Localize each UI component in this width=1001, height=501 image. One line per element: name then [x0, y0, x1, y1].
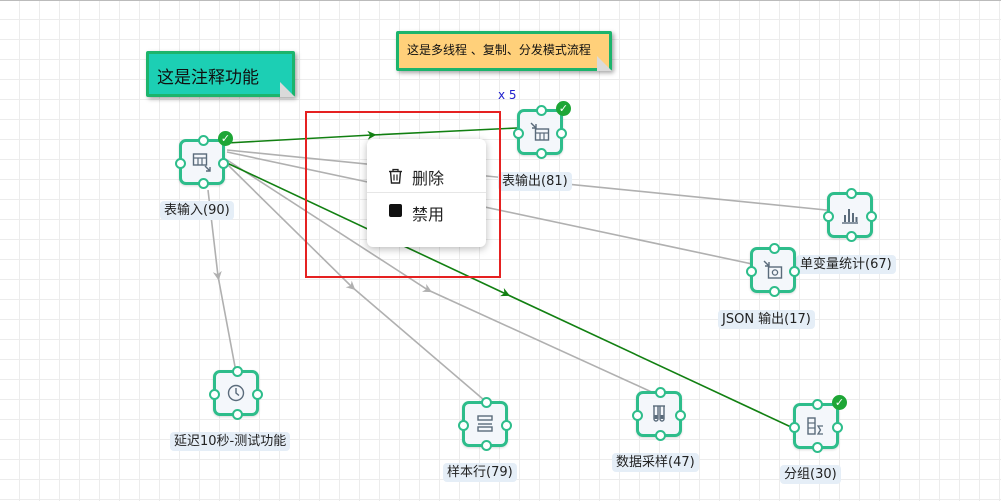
rows-icon	[477, 415, 493, 432]
port-top[interactable]	[232, 366, 243, 377]
menu-item-delete[interactable]: 删除	[367, 158, 486, 194]
port-top[interactable]	[536, 105, 547, 116]
success-check-icon: ✓	[556, 101, 571, 116]
port-top[interactable]	[198, 135, 209, 146]
menu-item-disable[interactable]: 禁用	[367, 194, 486, 230]
port-bottom[interactable]	[232, 409, 243, 420]
node-label-json-output: JSON 输出(17)	[718, 310, 815, 329]
port-bottom[interactable]	[769, 286, 780, 297]
port-left[interactable]	[823, 211, 834, 222]
node-label-delay: 延迟10秒-测试功能	[170, 432, 291, 451]
edge-to-data-sampling[interactable]	[226, 159, 657, 395]
canvas-top-border	[0, 0, 1001, 1]
port-left[interactable]	[789, 422, 800, 433]
node-univariate-stats[interactable]	[823, 188, 877, 242]
note-fold-corner	[597, 56, 612, 71]
workflow-note-text: 这是多线程 、复制、分发模式流程	[407, 43, 591, 57]
node-label-data-sampling: 数据采样(47)	[612, 453, 699, 472]
port-right[interactable]	[832, 422, 843, 433]
port-right[interactable]	[866, 211, 877, 222]
node-delay[interactable]	[209, 366, 263, 420]
menu-item-disable-label: 禁用	[412, 205, 445, 224]
port-right[interactable]	[675, 410, 686, 421]
bar-chart-icon	[842, 209, 858, 224]
port-left[interactable]	[175, 158, 186, 169]
node-table-input[interactable]: ✓	[175, 131, 233, 189]
menu-divider	[367, 192, 486, 193]
port-left[interactable]	[458, 420, 469, 431]
port-bottom[interactable]	[536, 148, 547, 159]
port-right[interactable]	[789, 266, 800, 277]
node-label-table-input: 表输入(90)	[160, 201, 234, 220]
port-left[interactable]	[746, 266, 757, 277]
workflow-note[interactable]: 这是多线程 、复制、分发模式流程	[396, 31, 612, 71]
success-check-icon: ✓	[218, 131, 233, 146]
port-top[interactable]	[769, 243, 780, 254]
clock-icon	[227, 384, 245, 402]
node-data-sampling[interactable]	[632, 387, 686, 441]
port-top[interactable]	[812, 399, 823, 410]
node-json-output[interactable]	[746, 243, 800, 297]
edge-to-table-output[interactable]	[226, 127, 518, 144]
success-check-icon: ✓	[832, 395, 847, 410]
node-label-univariate-stats: 单变量统计(67)	[796, 255, 896, 274]
trash-icon	[389, 168, 402, 184]
highlight-box	[305, 111, 501, 278]
node-table-output[interactable]: ✓	[513, 101, 571, 159]
test-tube-icon	[653, 405, 665, 422]
menu-item-delete-label: 删除	[412, 169, 445, 188]
node-group-by[interactable]: ✓	[789, 395, 847, 453]
group-sum-icon	[807, 417, 823, 435]
table-input-icon	[192, 153, 211, 172]
node-label-sample-rows: 样本行(79)	[443, 463, 517, 482]
port-bottom[interactable]	[846, 231, 857, 242]
port-bottom[interactable]	[655, 430, 666, 441]
node-sample-rows[interactable]	[458, 397, 512, 451]
edge-to-sample-rows[interactable]	[226, 163, 485, 401]
json-output-icon	[763, 260, 783, 279]
port-right[interactable]	[218, 158, 229, 169]
stop-square-icon	[389, 204, 402, 217]
port-top[interactable]	[655, 387, 666, 398]
table-output-icon	[530, 122, 550, 141]
annotation-note-text: 这是注释功能	[157, 68, 259, 88]
port-left[interactable]	[513, 128, 524, 139]
port-right[interactable]	[501, 420, 512, 431]
note-fold-corner	[280, 82, 295, 97]
port-left[interactable]	[632, 410, 643, 421]
port-left[interactable]	[209, 389, 220, 400]
copies-indicator: x 5	[498, 88, 517, 102]
port-right[interactable]	[556, 128, 567, 139]
port-bottom[interactable]	[481, 440, 492, 451]
edge-to-group-by[interactable]	[226, 162, 792, 428]
port-bottom[interactable]	[812, 442, 823, 453]
node-label-group-by: 分组(30)	[780, 465, 841, 484]
annotation-note[interactable]: 这是注释功能	[146, 51, 295, 97]
port-top[interactable]	[481, 397, 492, 408]
port-bottom[interactable]	[198, 178, 209, 189]
node-label-table-output: 表输出(81)	[498, 172, 572, 191]
context-menu: 删除 禁用	[367, 139, 486, 247]
port-top[interactable]	[846, 188, 857, 199]
port-right[interactable]	[252, 389, 263, 400]
